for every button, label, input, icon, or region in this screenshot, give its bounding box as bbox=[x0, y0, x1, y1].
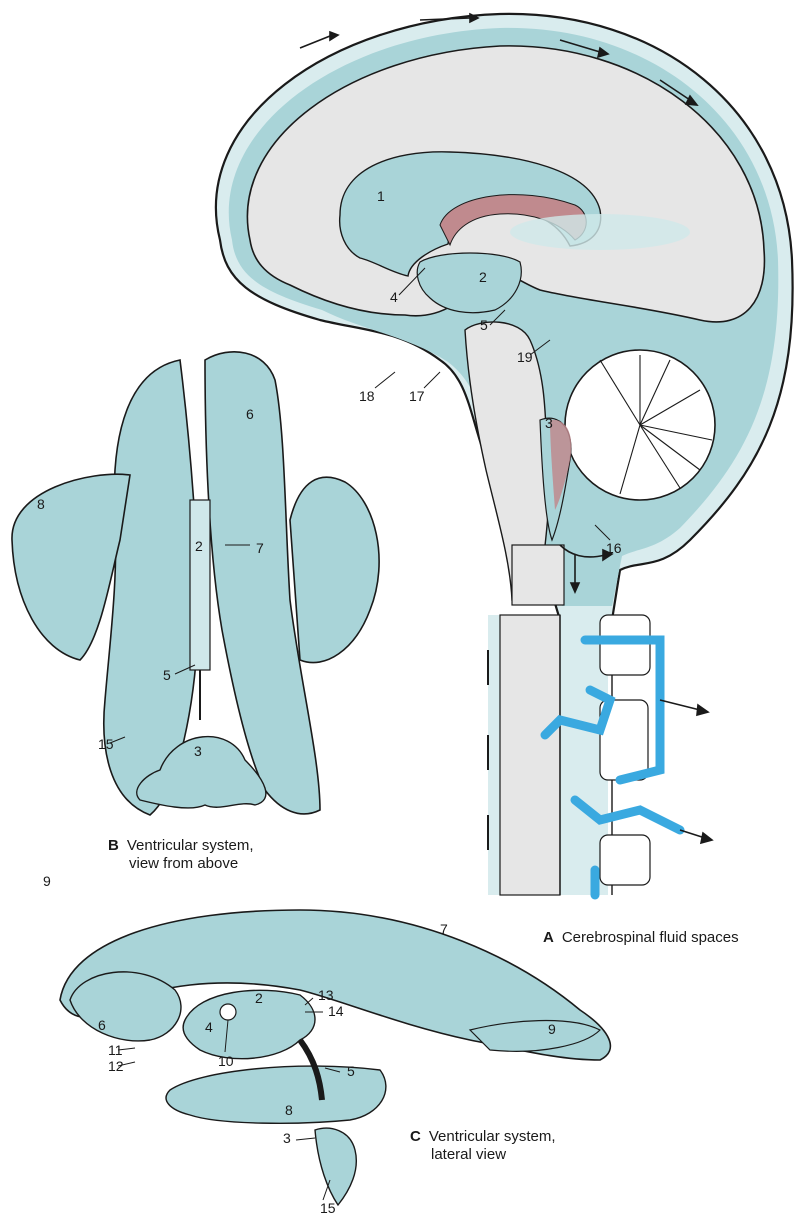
fourth-ventricle-c bbox=[315, 1128, 356, 1205]
label-c-4: 4 bbox=[205, 1019, 213, 1035]
label-b-8: 8 bbox=[37, 496, 45, 512]
temporal-horn-right-b bbox=[290, 477, 379, 662]
label-a-17: 17 bbox=[409, 388, 425, 404]
label-a-1: 1 bbox=[377, 188, 385, 204]
label-b-6: 6 bbox=[246, 406, 254, 422]
label-c-13: 13 bbox=[318, 987, 334, 1003]
label-a-3: 3 bbox=[545, 415, 553, 431]
label-c-5: 5 bbox=[347, 1063, 355, 1079]
vertebra-upper bbox=[600, 615, 650, 675]
label-a-4: 4 bbox=[390, 289, 398, 305]
label-a-5: 5 bbox=[480, 317, 488, 333]
spinal-cord bbox=[500, 615, 560, 895]
caption-panel-c: C Ventricular system, lateral view bbox=[410, 1128, 556, 1164]
label-c-14: 14 bbox=[328, 1003, 344, 1019]
label-c-8: 8 bbox=[285, 1102, 293, 1118]
label-b-9: 9 bbox=[43, 873, 51, 889]
caption-c-letter: C bbox=[410, 1128, 421, 1145]
label-c-3: 3 bbox=[283, 1130, 291, 1146]
label-b-2: 2 bbox=[195, 538, 203, 554]
caption-c-line1: Ventricular system, bbox=[429, 1128, 556, 1145]
caption-panel-b: B Ventricular system, view from above bbox=[108, 837, 254, 873]
caption-b-line2: view from above bbox=[108, 855, 254, 873]
vertebra-lower bbox=[600, 835, 650, 885]
caption-panel-a: A Cerebrospinal fluid spaces bbox=[543, 929, 739, 947]
label-c-12: 12 bbox=[108, 1058, 124, 1074]
spinal-cord-upper bbox=[512, 545, 564, 605]
label-a-19: 19 bbox=[517, 349, 533, 365]
caption-b-letter: B bbox=[108, 837, 119, 854]
caption-b-line1: Ventricular system, bbox=[127, 837, 254, 854]
label-a-18: 18 bbox=[359, 388, 375, 404]
label-b-3: 3 bbox=[194, 743, 202, 759]
caption-a-text: Cerebrospinal fluid spaces bbox=[562, 929, 739, 946]
label-c-10: 10 bbox=[218, 1053, 234, 1069]
fluid-glow bbox=[510, 214, 690, 250]
label-c-7: 7 bbox=[440, 921, 448, 937]
label-a-2: 2 bbox=[479, 269, 487, 285]
spinal-section bbox=[488, 615, 712, 895]
label-b-7: 7 bbox=[256, 540, 264, 556]
anterior-horn-c bbox=[70, 972, 181, 1041]
interthalamic-adhesion-c bbox=[220, 1004, 236, 1020]
label-c-2: 2 bbox=[255, 990, 263, 1006]
caption-c-line2: lateral view bbox=[410, 1146, 556, 1164]
label-b-5: 5 bbox=[163, 667, 171, 683]
third-ventricle-c bbox=[183, 990, 315, 1058]
third-ventricle-b bbox=[190, 500, 210, 670]
label-c-9: 9 bbox=[548, 1021, 556, 1037]
label-a-16: 16 bbox=[606, 540, 622, 556]
label-c-15: 15 bbox=[320, 1200, 336, 1215]
label-c-6: 6 bbox=[98, 1017, 106, 1033]
caption-a-letter: A bbox=[543, 929, 554, 946]
label-b-15: 15 bbox=[98, 736, 114, 752]
